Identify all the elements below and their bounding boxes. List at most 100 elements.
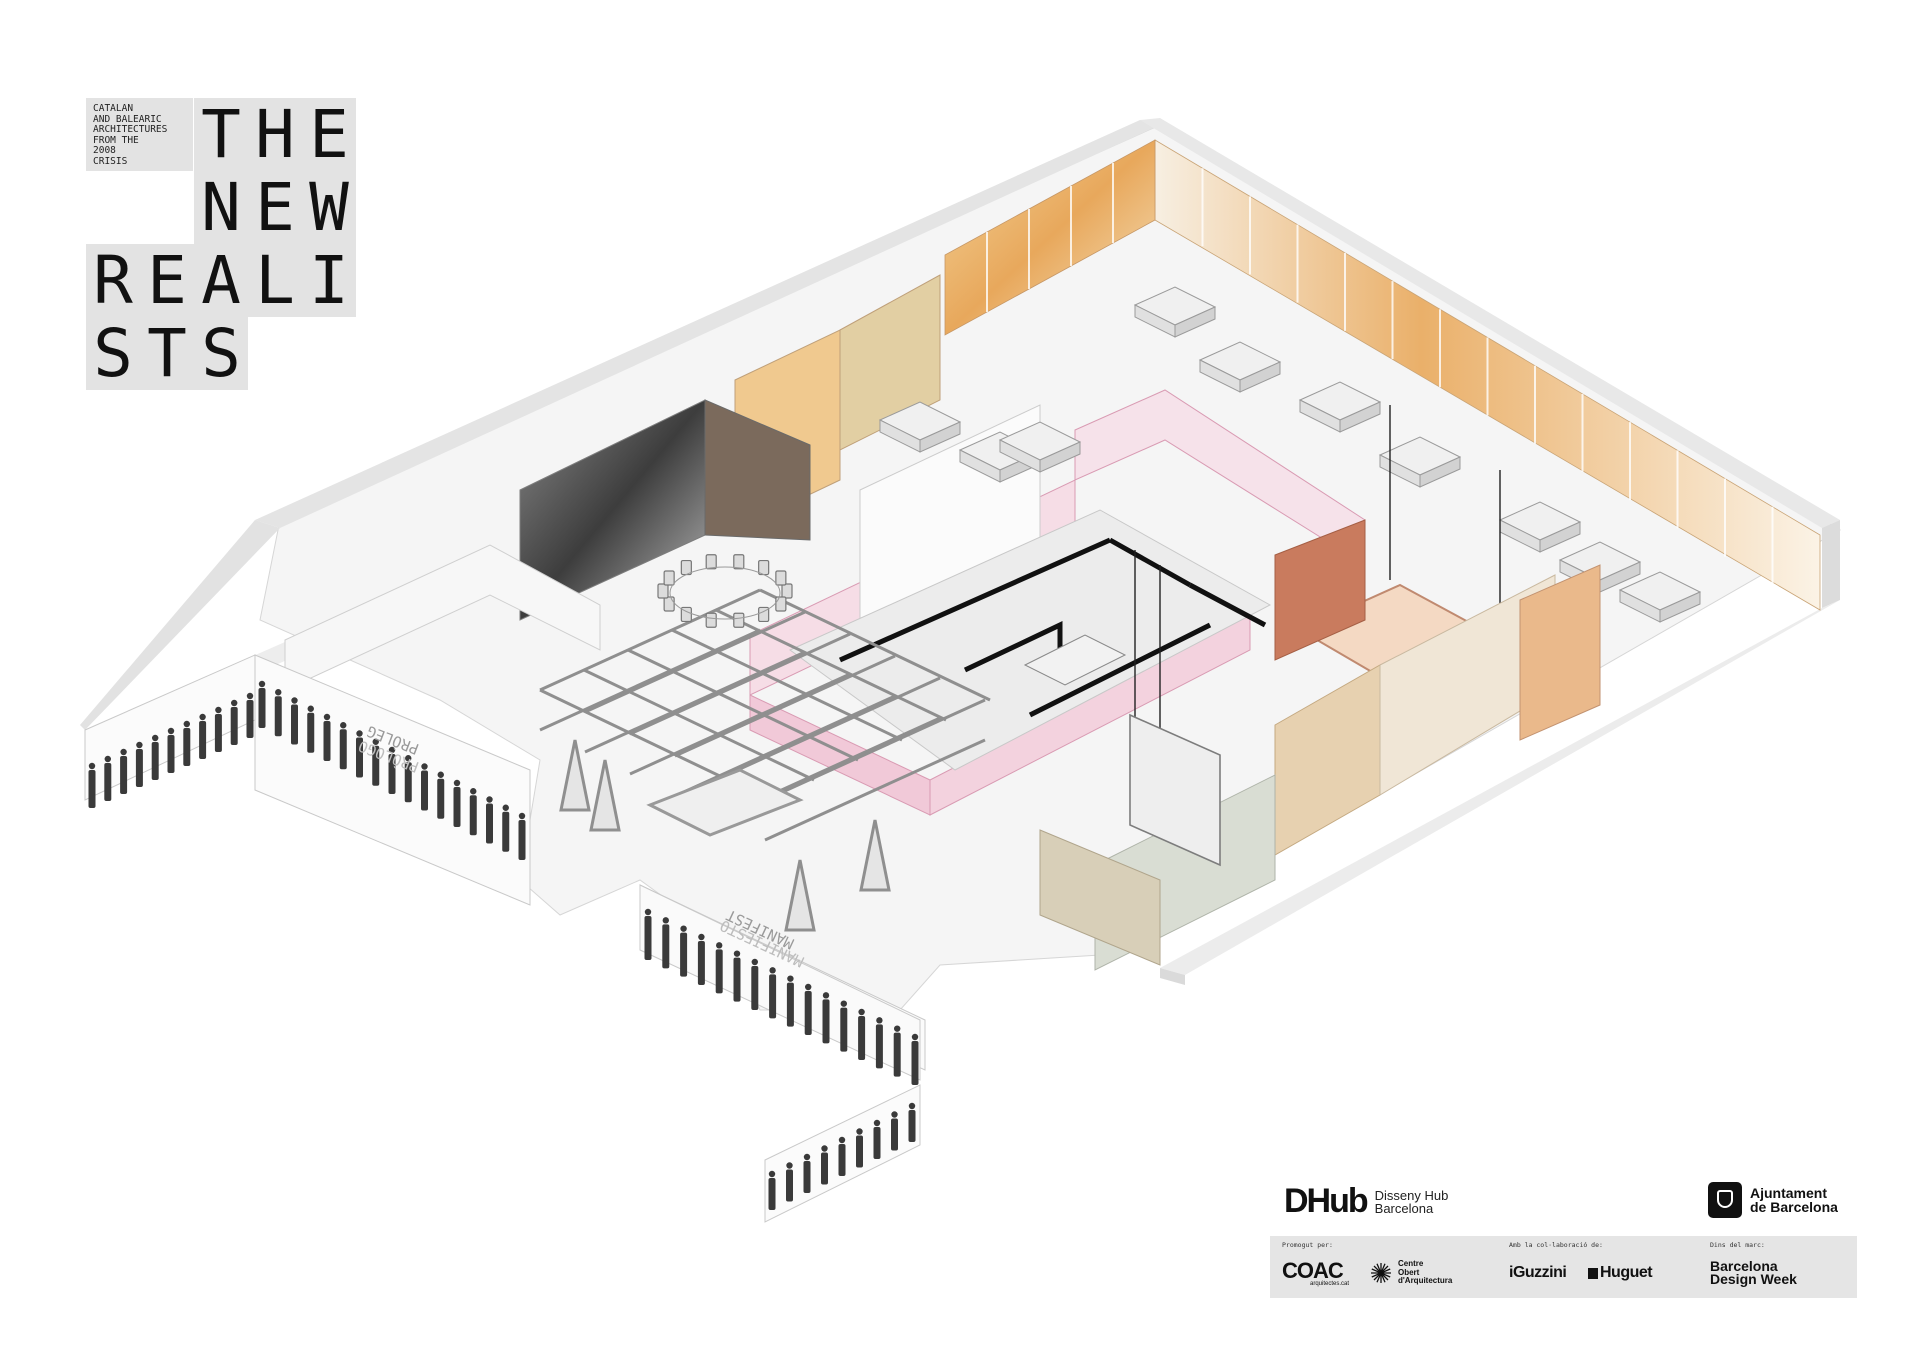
scaffolding-structure	[539, 588, 991, 932]
person-body	[821, 1152, 828, 1185]
person-body	[291, 704, 298, 745]
person-head	[856, 1128, 863, 1135]
pallet-side	[1339, 401, 1381, 433]
chair	[705, 612, 717, 628]
person-body	[875, 1024, 883, 1069]
person-body	[404, 762, 412, 803]
person-body	[246, 700, 254, 738]
person-head	[787, 975, 794, 982]
person-body	[751, 966, 759, 1010]
scaffold-table	[646, 768, 804, 837]
person-body	[803, 1161, 811, 1193]
person-head	[680, 925, 687, 932]
person-head	[733, 950, 741, 957]
chair	[781, 583, 793, 599]
scaffold-beam	[629, 672, 851, 776]
scaffold-beam	[627, 648, 859, 762]
person-head	[323, 713, 331, 721]
person-head	[911, 1033, 919, 1041]
person-head	[822, 992, 830, 999]
chair	[775, 570, 787, 586]
person-body	[372, 745, 380, 786]
huguet-logo: Huguet	[1588, 1264, 1653, 1282]
chair	[758, 606, 770, 623]
person-head	[167, 727, 175, 735]
back-wall-right	[1140, 118, 1840, 528]
photo-wall-dividers	[986, 163, 1774, 585]
person-body	[838, 1144, 846, 1176]
pallet-side	[1174, 306, 1216, 338]
person-head	[104, 755, 112, 763]
scaffold-beam	[539, 628, 761, 732]
iguzzini-logo: iGuzzini	[1509, 1264, 1567, 1281]
person-head	[644, 908, 652, 916]
person-head	[838, 1136, 846, 1144]
pallet-side	[919, 421, 961, 453]
scaffold-beam	[583, 668, 815, 782]
huguet-square-icon	[1588, 1267, 1598, 1279]
person-head	[518, 812, 526, 820]
person-body	[733, 957, 741, 1002]
person-body	[258, 688, 266, 728]
person-head	[356, 730, 363, 737]
people-silhouettes-manifest	[644, 908, 919, 1210]
person-body	[135, 749, 143, 787]
ajuntament-logo: Ajuntament de Barcelona	[1708, 1182, 1838, 1218]
person-head	[215, 706, 222, 714]
front-right-wall	[1160, 600, 1840, 975]
city-shield-icon	[1708, 1182, 1742, 1218]
person-head	[291, 697, 298, 704]
person-body	[167, 735, 175, 773]
long-table	[1023, 634, 1127, 686]
person-body	[786, 982, 794, 1027]
person-body	[307, 712, 315, 753]
person-head	[437, 771, 444, 778]
person-head	[372, 738, 379, 745]
scaffold-beam	[671, 628, 903, 742]
brick-panel	[1274, 519, 1366, 661]
people-silhouettes-left	[88, 680, 526, 860]
person-head	[894, 1025, 901, 1032]
front-right-wall-base	[1160, 968, 1185, 985]
person-head	[698, 933, 705, 941]
person-body	[858, 1016, 866, 1060]
chair	[663, 596, 675, 612]
person-body	[486, 803, 493, 844]
person-head	[258, 680, 266, 688]
coac-subtitle: arquitectes.cat	[1310, 1281, 1350, 1287]
person-head	[231, 699, 238, 707]
pallet-side	[1539, 521, 1581, 553]
scaffold-beam	[674, 694, 896, 798]
chair-circle-rug	[669, 566, 781, 620]
scaffold-tower	[559, 739, 591, 812]
scaffold-beam	[674, 654, 896, 758]
display-cabinet	[1129, 713, 1221, 867]
scaffold-beam	[764, 738, 986, 842]
person-body	[183, 728, 191, 766]
person-head	[307, 705, 314, 712]
person-body	[88, 770, 96, 808]
person-body	[214, 714, 222, 752]
person-body	[502, 811, 510, 852]
barcelona-design-week-logo: Barcelona Design Week	[1710, 1258, 1797, 1287]
coa-text: Centre Obert d'Arquitectura	[1398, 1259, 1453, 1285]
scaffold-beam	[719, 676, 941, 780]
person-body	[518, 820, 526, 860]
person-head	[891, 1111, 898, 1118]
person-body	[822, 999, 830, 1044]
person-body	[911, 1041, 919, 1085]
floor-plan-lines	[838, 537, 1267, 718]
chair	[657, 583, 669, 599]
framework-caption: Dins del marc:	[1710, 1241, 1765, 1249]
title-letter: N	[194, 171, 248, 244]
person-head	[152, 734, 159, 742]
person-head	[873, 1119, 881, 1127]
photo-panel-front-3	[1519, 564, 1601, 741]
credits-bar: Promogut per: Amb la col·laboració de: D…	[1270, 1236, 1857, 1298]
scaffold-beam	[629, 632, 851, 736]
person-head	[786, 1162, 793, 1169]
person-body	[662, 924, 670, 969]
person-head	[470, 788, 477, 795]
person-head	[275, 689, 282, 696]
person-body	[908, 1110, 916, 1142]
